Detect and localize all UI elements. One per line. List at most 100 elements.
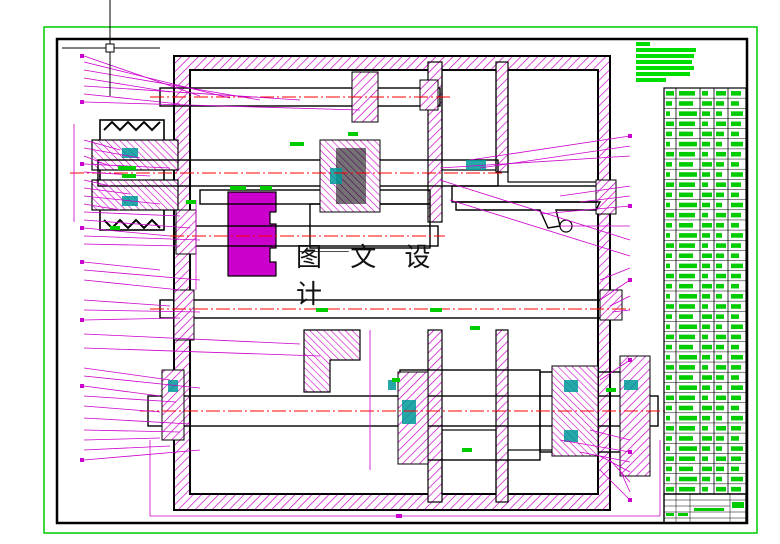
parts-table-cell-mark: [666, 415, 670, 421]
parts-table-cell-mark: [702, 436, 712, 441]
parts-table-cell-mark: [716, 182, 726, 187]
parts-table-cell-mark: [679, 486, 695, 492]
parts-table-cell-mark: [731, 344, 739, 350]
parts-table-cell-mark: [731, 405, 739, 411]
parts-table-cell-mark: [716, 162, 724, 167]
parts-table-cell-mark: [716, 222, 724, 228]
parts-table-cell-mark: [666, 294, 670, 299]
parts-table-cell-mark: [666, 222, 672, 228]
parts-table-cell-mark: [679, 182, 695, 187]
parts-table-cell-mark: [702, 101, 712, 106]
parts-table-cell-mark: [731, 446, 743, 451]
parts-table-cell-mark: [666, 354, 670, 360]
parts-table-cell-mark: [702, 385, 710, 390]
parts-table-cell-mark: [666, 151, 674, 157]
parts-table-cell-mark: [716, 243, 726, 248]
parts-table-cell-mark: [679, 354, 697, 360]
parts-table-cell-mark: [731, 212, 741, 218]
parts-table-cell-mark: [731, 375, 739, 380]
parts-table-cell-mark: [666, 365, 674, 370]
parts-table-cell-mark: [702, 466, 712, 472]
parts-table-cell-mark: [716, 212, 726, 218]
parts-table-cell-mark: [702, 222, 712, 228]
parts-table-cell-mark: [702, 202, 710, 208]
parts-table-cell-mark: [679, 476, 697, 482]
parts-table-cell-mark: [666, 446, 670, 451]
parts-table-cell-mark: [679, 222, 693, 228]
parts-table-cell-mark: [702, 446, 710, 451]
parts-table-cell-mark: [716, 354, 722, 360]
parts-table-cell-mark: [679, 91, 695, 96]
parts-table-cell-mark: [731, 243, 741, 248]
parts-table-cell-mark: [716, 273, 726, 279]
parts-table-cell-mark: [666, 202, 670, 208]
parts-table-cell-mark: [666, 385, 670, 390]
parts-table-cell-mark: [666, 101, 672, 106]
parts-table-cell-mark: [716, 141, 722, 147]
parts-table-cell-mark: [702, 192, 712, 198]
parts-table-cell-mark: [702, 314, 712, 319]
parts-table-cell-mark: [716, 324, 722, 330]
parts-table-cell-mark: [702, 121, 708, 127]
parts-table-cell-mark: [679, 253, 693, 259]
parts-table-cell-mark: [716, 101, 724, 106]
parts-table-cell-mark: [716, 294, 722, 299]
parts-table-cell-mark: [731, 425, 741, 431]
parts-table-cell-mark: [716, 405, 724, 411]
parts-table-cell-mark: [666, 283, 672, 289]
parts-table-cell-mark: [679, 436, 693, 441]
parts-table-cell-mark: [731, 385, 743, 390]
parts-table-cell-mark: [716, 233, 722, 238]
parts-table-cell-mark: [679, 243, 695, 248]
parts-table-cell-mark: [702, 111, 710, 116]
sheet-outer-border: [43, 26, 758, 534]
parts-table-cell-mark: [679, 405, 693, 411]
parts-table-cell-mark: [716, 202, 722, 208]
parts-table-cell-mark: [666, 395, 674, 401]
parts-table-cell-mark: [679, 263, 697, 269]
parts-table-cell-mark: [679, 395, 695, 401]
parts-table-cell-mark: [702, 131, 712, 137]
parts-table-cell-mark: [731, 365, 741, 370]
parts-table-cell-mark: [679, 162, 693, 167]
parts-table-cell-mark: [679, 466, 693, 472]
parts-list-table: [663, 87, 747, 495]
parts-table-cell-mark: [716, 375, 724, 380]
parts-table-cell-mark: [702, 212, 708, 218]
parts-table-cell-mark: [666, 212, 674, 218]
parts-table-cell-mark: [716, 314, 724, 319]
parts-table-cell-mark: [702, 151, 708, 157]
parts-table-cell-mark: [679, 141, 697, 147]
parts-table-cell-mark: [731, 314, 739, 319]
parts-table-cell-mark: [679, 304, 695, 309]
parts-table-cell-mark: [666, 263, 670, 269]
drawing-frame: [55, 37, 749, 525]
technical-notes: [636, 42, 696, 82]
parts-table-cell-mark: [716, 91, 726, 96]
parts-table-cell-mark: [702, 172, 710, 177]
parts-table-cell-mark: [666, 172, 670, 177]
parts-table-cell-mark: [679, 151, 695, 157]
parts-table-cell-mark: [679, 101, 693, 106]
parts-table-cell-mark: [679, 385, 697, 390]
parts-table-cell-mark: [716, 192, 724, 198]
parts-table-cell-mark: [679, 294, 697, 299]
parts-table-cell-mark: [679, 446, 697, 451]
parts-table-cell-mark: [679, 415, 697, 421]
parts-table-cell-mark: [702, 263, 710, 269]
parts-table-cell-mark: [702, 304, 708, 309]
parts-table-cell-mark: [702, 405, 712, 411]
parts-table-cell-mark: [702, 425, 708, 431]
parts-table-cell-mark: [702, 294, 710, 299]
parts-table-cell-mark: [716, 415, 722, 421]
parts-table-cell-mark: [716, 253, 724, 259]
parts-table-cell-mark: [716, 151, 726, 157]
parts-table-cell-mark: [716, 121, 726, 127]
parts-table-cell-mark: [716, 334, 726, 340]
parts-table-cell-mark: [679, 233, 697, 238]
parts-table-cell-mark: [702, 91, 708, 96]
parts-table-cell-mark: [702, 354, 710, 360]
parts-table-cell-mark: [716, 446, 722, 451]
parts-table-cell-mark: [716, 365, 726, 370]
